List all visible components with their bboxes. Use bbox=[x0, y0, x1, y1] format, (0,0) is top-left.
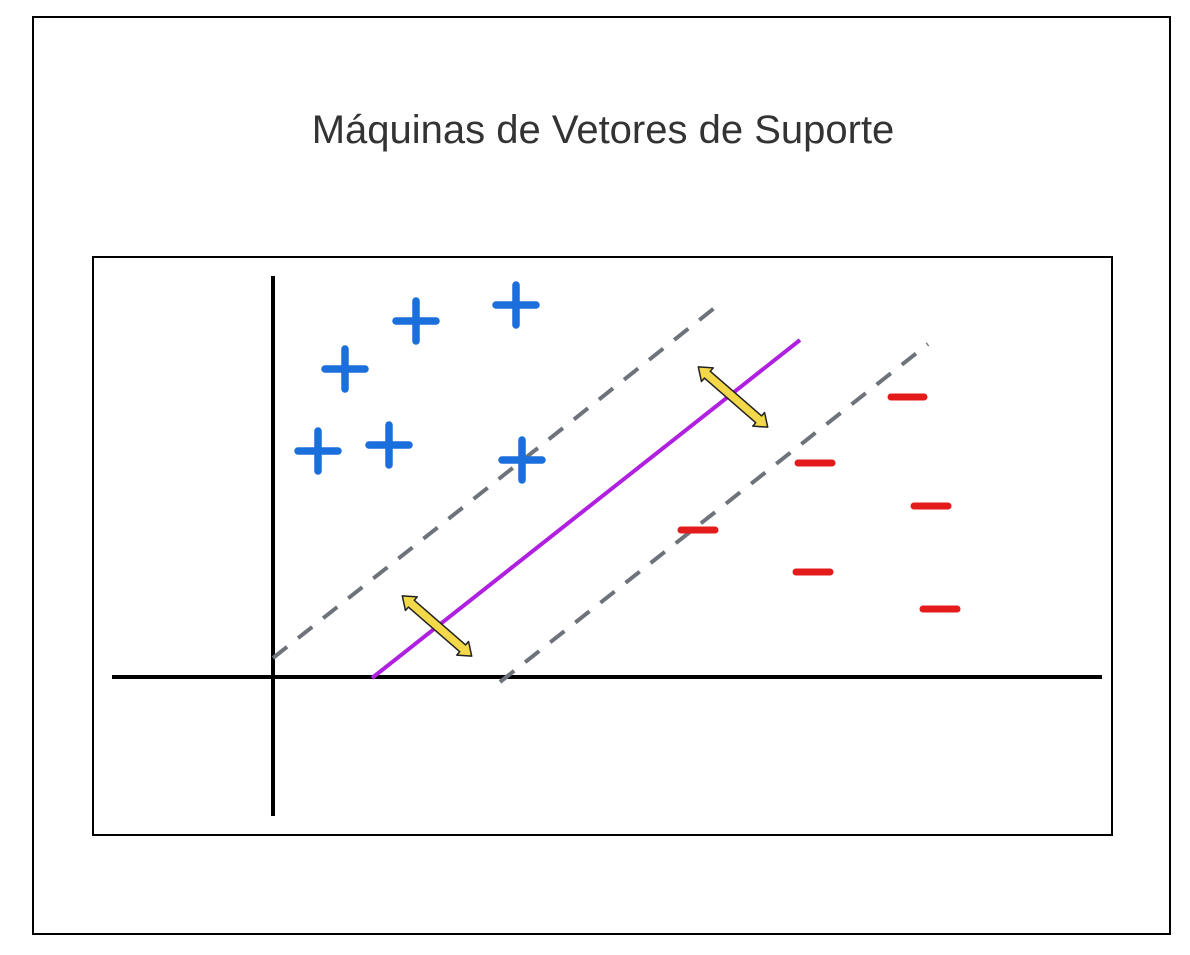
slide-title: Máquinas de Vetores de Suporte bbox=[311, 108, 895, 152]
diagram-box bbox=[92, 256, 1113, 836]
